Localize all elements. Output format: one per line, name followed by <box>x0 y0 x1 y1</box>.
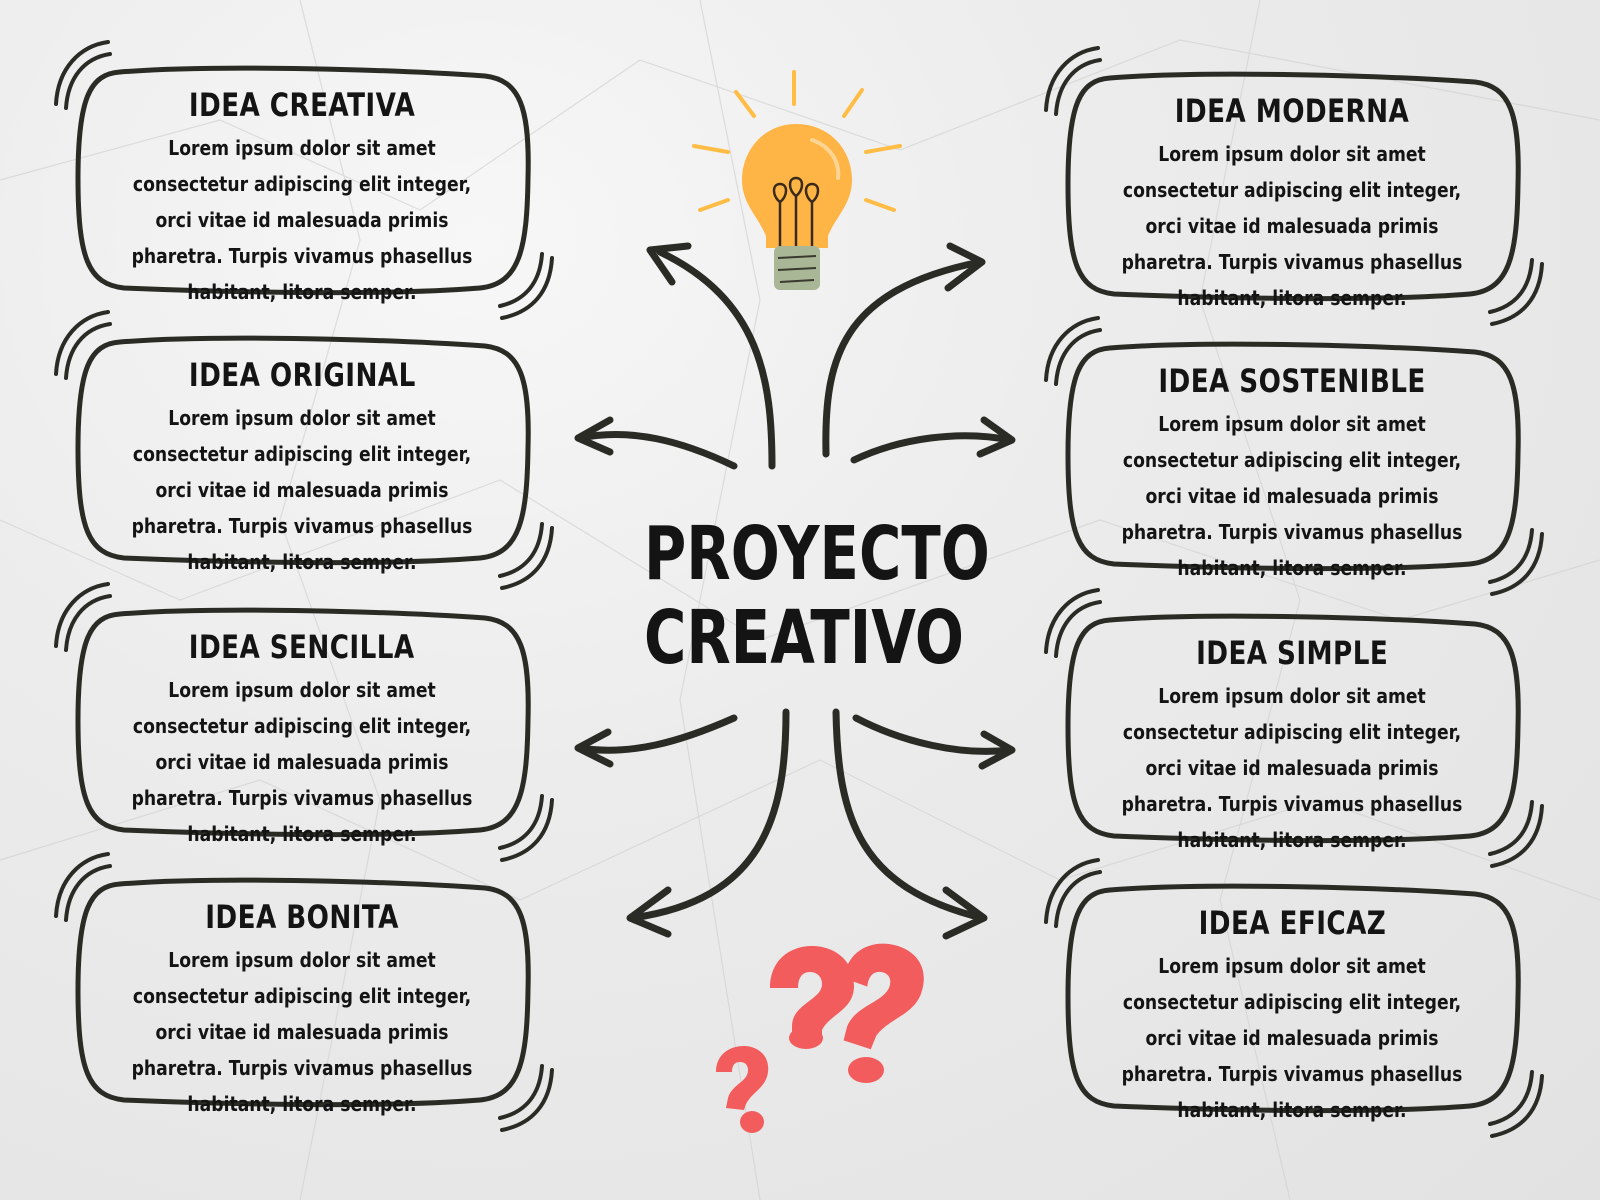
card-title: IDEA SOSTENIBLE <box>1158 362 1426 400</box>
arrow-mid-lower-right <box>852 714 1014 755</box>
card-text: Lorem ipsum dolor sit amet consectetur a… <box>131 406 473 574</box>
card-text: Lorem ipsum dolor sit amet consectetur a… <box>1121 954 1463 1122</box>
arrow-mid-upper-left <box>576 430 738 470</box>
card-title: IDEA MODERNA <box>1174 92 1410 130</box>
card-idea-sencilla: IDEA SENCILLA Lorem ipsum dolor sit amet… <box>54 582 554 862</box>
card-frame <box>1044 588 1544 868</box>
lightbulb-icon <box>692 70 902 290</box>
arrow-up-left <box>656 248 776 470</box>
card-text: Lorem ipsum dolor sit amet consectetur a… <box>131 678 473 846</box>
card-title: IDEA CREATIVA <box>188 86 416 124</box>
card-text: Lorem ipsum dolor sit amet consectetur a… <box>1121 412 1463 580</box>
card-frame <box>54 310 554 590</box>
card-frame <box>1044 316 1544 596</box>
card-frame <box>1044 46 1544 326</box>
arrow-up-right <box>822 258 984 458</box>
card-frame <box>54 582 554 862</box>
card-title: IDEA EFICAZ <box>1198 904 1386 942</box>
card-frame <box>54 852 554 1132</box>
question-marks-icon <box>716 943 924 1133</box>
card-idea-original: IDEA ORIGINAL Lorem ipsum dolor sit amet… <box>54 310 554 590</box>
arrows <box>574 242 1016 940</box>
card-idea-eficaz: IDEA EFICAZ Lorem ipsum dolor sit amet c… <box>1044 858 1544 1138</box>
arrow-down-left <box>628 708 790 922</box>
arrow-mid-lower-left <box>576 714 738 754</box>
card-text: Lorem ipsum dolor sit amet consectetur a… <box>1121 142 1463 310</box>
card-idea-sostenible: IDEA SOSTENIBLE Lorem ipsum dolor sit am… <box>1044 316 1544 596</box>
card-idea-bonita: IDEA BONITA Lorem ipsum dolor sit amet c… <box>54 852 554 1132</box>
card-title: IDEA SIMPLE <box>1195 634 1389 672</box>
card-idea-creativa: IDEA CREATIVA Lorem ipsum dolor sit amet… <box>54 40 554 320</box>
card-frame <box>54 40 554 320</box>
card-title: IDEA SENCILLA <box>189 628 415 666</box>
arrow-mid-upper-right <box>850 432 1014 464</box>
arrow-down-right <box>832 708 986 922</box>
card-text: Lorem ipsum dolor sit amet consectetur a… <box>1121 684 1463 852</box>
card-frame <box>1044 858 1544 1138</box>
page-title: PROYECTO CREATIVO <box>644 511 990 681</box>
card-title: IDEA BONITA <box>205 898 399 936</box>
card-idea-moderna: IDEA MODERNA Lorem ipsum dolor sit amet … <box>1044 46 1544 326</box>
card-text: Lorem ipsum dolor sit amet consectetur a… <box>131 136 473 304</box>
title-line-2: CREATIVO <box>644 595 965 681</box>
card-text: Lorem ipsum dolor sit amet consectetur a… <box>131 948 473 1116</box>
card-title: IDEA ORIGINAL <box>188 356 416 394</box>
card-idea-simple: IDEA SIMPLE Lorem ipsum dolor sit amet c… <box>1044 588 1544 868</box>
title-line-1: PROYECTO <box>644 511 990 597</box>
